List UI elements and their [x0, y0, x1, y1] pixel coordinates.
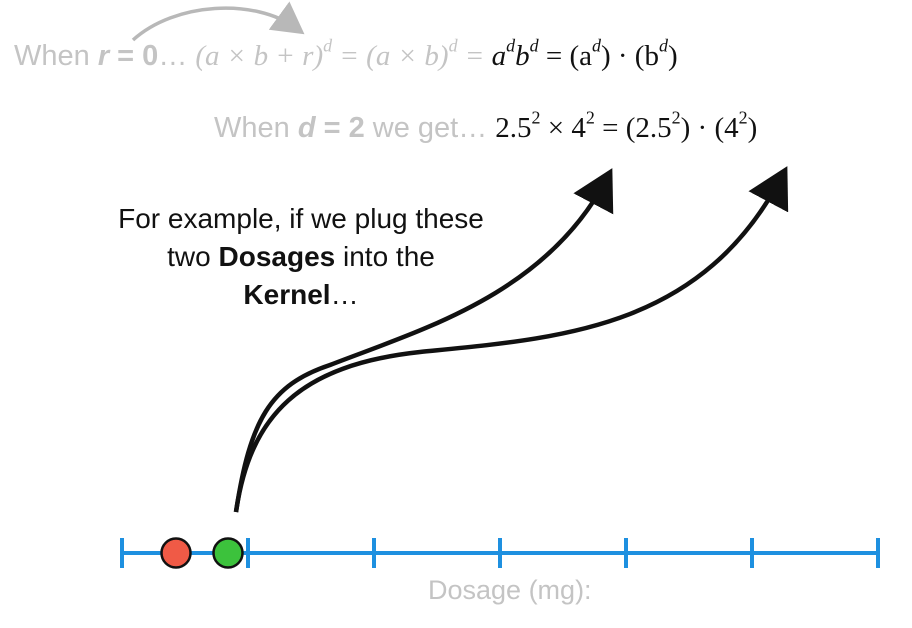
ellipsis: …	[158, 40, 188, 72]
numeric-expression: 2.52 × 42 = (2.52) · (42)	[495, 107, 758, 144]
eq-two: = 2	[315, 112, 365, 144]
var-d: d	[297, 112, 316, 144]
example-caption: For example, if we plug these two Dosage…	[118, 203, 484, 310]
green-dosage-point	[212, 537, 244, 569]
when-text: When	[14, 40, 98, 72]
grey-expression: (a × b + r)d = (a × b)d =	[195, 35, 492, 72]
eq-zero: = 0	[109, 40, 159, 72]
var-r: r	[97, 40, 110, 72]
swap-arrow	[131, 1, 305, 42]
when-text: When	[214, 112, 298, 144]
equation-r-zero: When r = 0… (a × b + r)d = (a × b)d = ad…	[14, 35, 678, 73]
we-get-text: we get…	[364, 112, 496, 144]
red-dosage-point	[160, 537, 192, 569]
black-expression: adbd = (ad) · (bd)	[491, 35, 678, 72]
axis-label: Dosage (mg):	[428, 575, 592, 605]
arrow-to-first-term	[233, 168, 614, 513]
equation-d-two: When d = 2 we get… 2.52 × 42 = (2.52) · …	[214, 107, 758, 145]
arrow-to-second-term	[233, 166, 789, 513]
dosage-axis	[120, 537, 880, 569]
